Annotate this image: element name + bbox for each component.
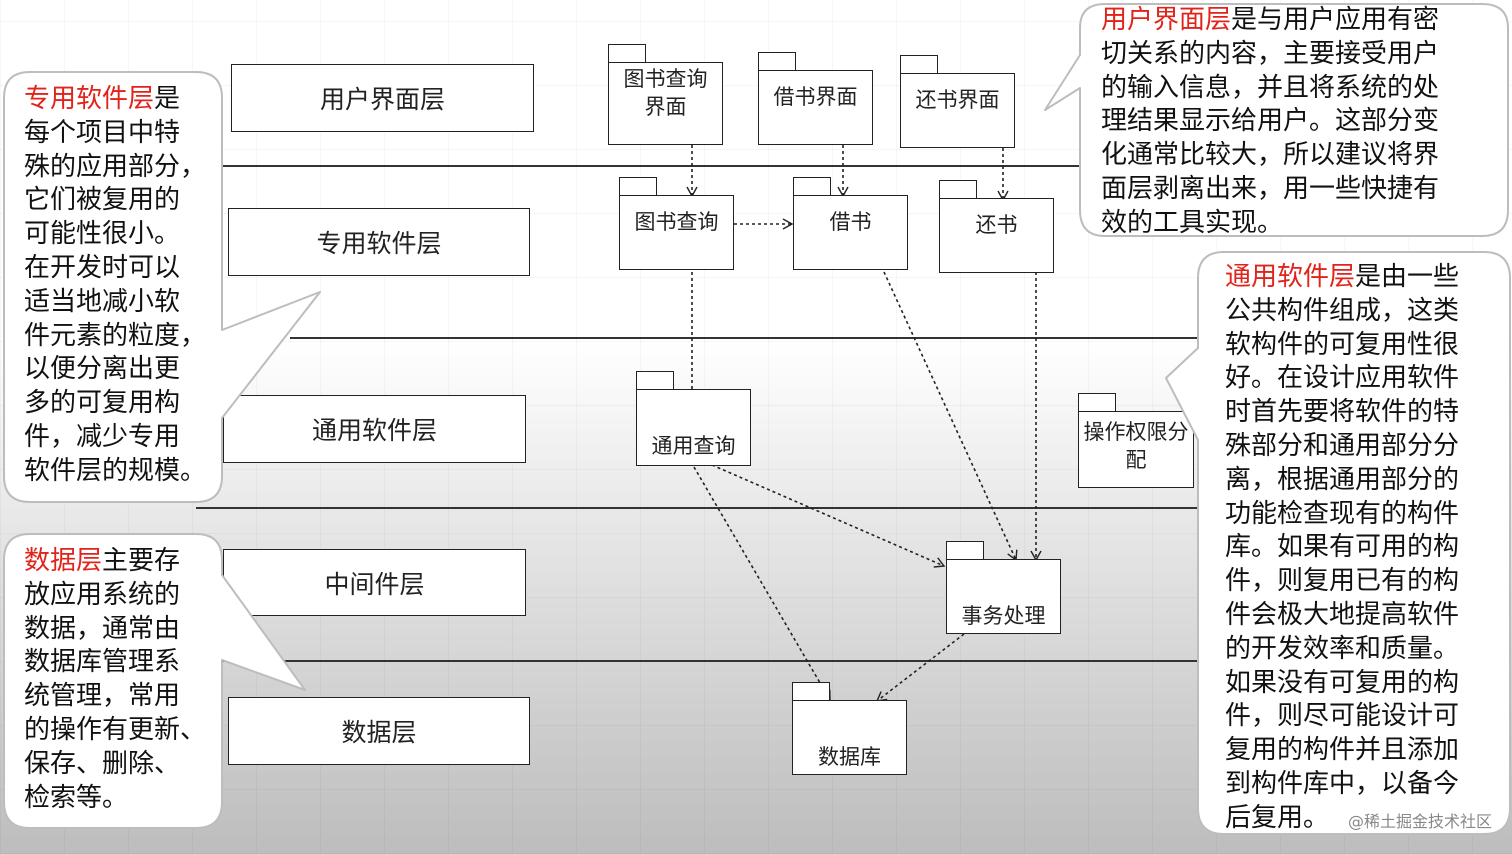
callout-ui-body: 是与用户应用有密 切关系的内容，主要接受用户 的输入信息，并且将系统的处 理结果…	[1101, 5, 1440, 238]
arrow-borrow-transaction	[883, 271, 1018, 562]
callout-special-highlight: 专用软件层	[24, 84, 155, 114]
layer-special: 专用软件层	[228, 208, 530, 276]
package-label: 操作权限分 配	[1078, 411, 1194, 488]
layer-common: 通用软件层	[223, 395, 526, 463]
package-database: 数据库	[792, 682, 907, 775]
callout-common-text: 通用软件层是由一些 公共构件组成，这类 软构件的可复用性很 好。在设计应用软件 …	[1225, 261, 1495, 836]
package-permission: 操作权限分 配	[1078, 393, 1194, 488]
layer-ui: 用户界面层	[231, 64, 534, 132]
package-return: 还书	[939, 180, 1054, 273]
callout-data-bubble	[3, 533, 306, 829]
package-book-query: 图书查询	[619, 177, 734, 270]
package-label: 还书	[939, 198, 1054, 273]
package-label: 图书查询	[619, 195, 734, 270]
callout-ui-highlight: 用户界面层	[1101, 5, 1232, 35]
watermark: @稀土掘金技术社区	[1347, 812, 1492, 831]
callout-data-highlight: 数据层	[24, 546, 103, 576]
package-transaction: 事务处理	[946, 541, 1061, 634]
callout-common-body: 是由一些 公共构件组成，这类 软构件的可复用性很 好。在设计应用软件 时首先要将…	[1225, 262, 1460, 833]
layer-middleware: 中间件层	[223, 549, 526, 616]
callout-special-text: 专用软件层是 每个项目中特 殊的应用部分， 它们被复用的 可能性很小。 在开发时…	[24, 83, 224, 489]
arrow-common-database	[693, 466, 831, 702]
separator-common-middleware	[196, 507, 1200, 509]
callout-special-body: 是 每个项目中特 殊的应用部分， 它们被复用的 可能性很小。 在开发时可以 适当…	[24, 84, 207, 486]
separator-special-common	[290, 337, 1200, 339]
callout-data-text: 数据层主要存 放应用系统的 数据，通常由 数据库管理系 统管理，常用 的操作有更…	[24, 545, 224, 815]
package-label: 数据库	[792, 700, 907, 775]
package-label: 借书界面	[758, 70, 873, 145]
callout-special-bubble	[3, 71, 321, 503]
callout-common-highlight: 通用软件层	[1225, 262, 1356, 292]
package-return-ui: 还书界面	[900, 55, 1015, 148]
callout-common-bubble	[1165, 251, 1511, 835]
package-borrow: 借书	[793, 177, 908, 270]
package-label: 事务处理	[946, 559, 1061, 634]
callout-data-body: 主要存 放应用系统的 数据，通常由 数据库管理系 统管理，常用 的操作有更新、 …	[24, 546, 207, 813]
separator-ui-special	[222, 165, 1080, 167]
callout-ui-bubble	[1044, 3, 1509, 237]
package-borrow-ui: 借书界面	[758, 52, 873, 145]
arrow-transaction-database	[875, 633, 965, 702]
arrow-common-transaction	[711, 464, 946, 568]
package-book-query-ui: 图书查询 界面	[608, 44, 723, 145]
callout-ui-text: 用户界面层是与用户应用有密 切关系的内容，主要接受用户 的输入信息，并且将系统的…	[1101, 4, 1501, 241]
package-common-query: 通用查询	[636, 371, 751, 466]
package-label: 借书	[793, 195, 908, 270]
package-label: 图书查询 界面	[608, 62, 723, 145]
package-label: 通用查询	[636, 389, 751, 466]
layer-data: 数据层	[228, 697, 530, 765]
package-label: 还书界面	[900, 73, 1015, 148]
separator-middleware-data	[222, 660, 1200, 662]
